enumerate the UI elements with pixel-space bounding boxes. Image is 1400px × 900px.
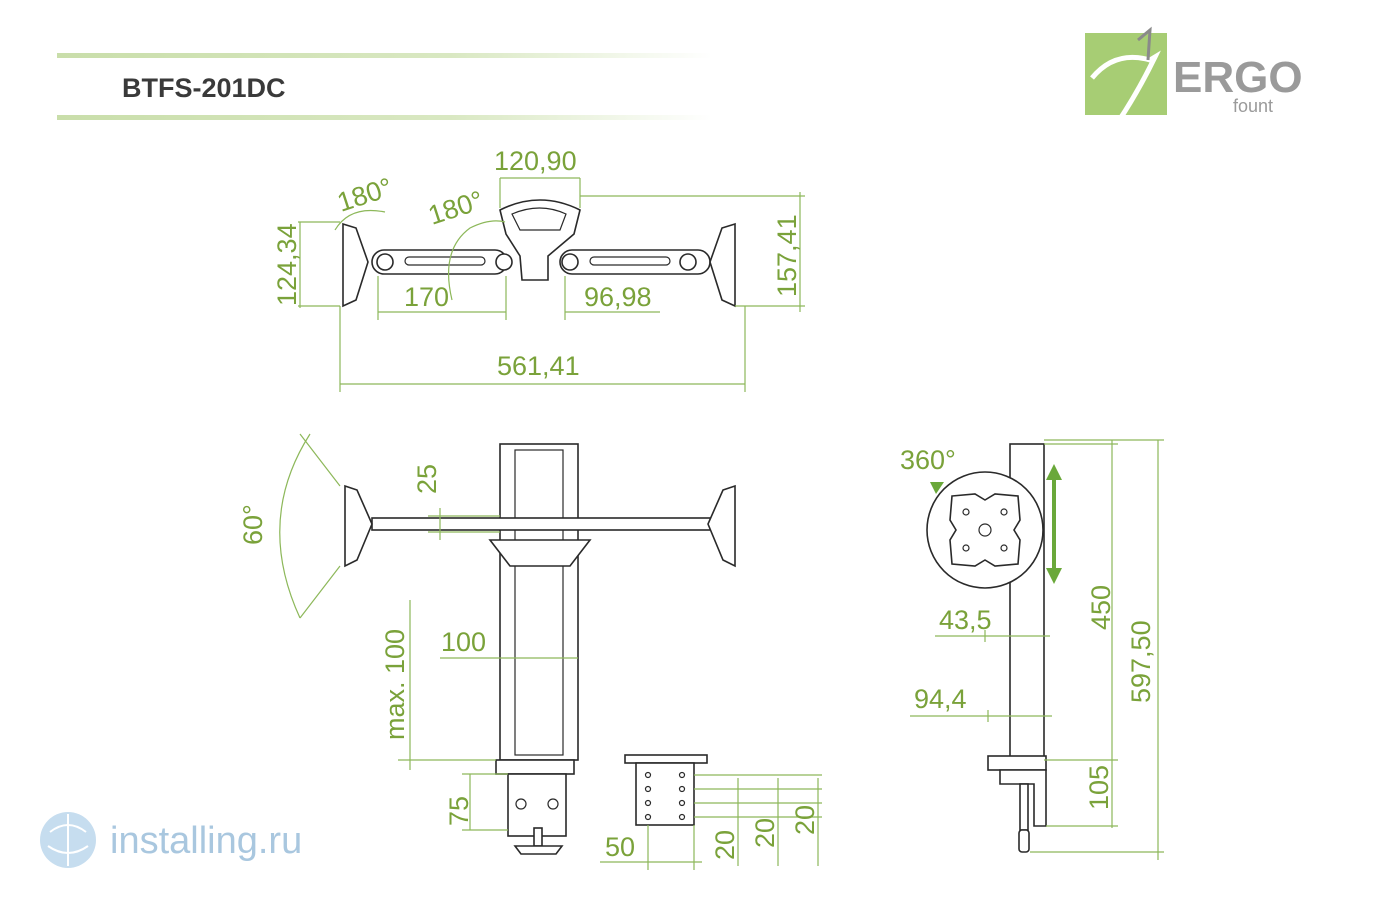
dim-height-right: 157,41	[772, 214, 802, 297]
dim-base-offset: 94,4	[914, 684, 967, 714]
side-view-drawing	[926, 443, 1062, 853]
top-view-drawing	[342, 199, 736, 308]
clamp-detail-dimensions: 50 20 20 20	[600, 774, 822, 870]
brand-name: ERGO	[1173, 53, 1303, 102]
dim-plate-offset: 43,5	[939, 605, 992, 635]
clamp-detail-drawing	[624, 754, 708, 826]
dim-hole-step-3: 20	[790, 805, 820, 835]
side-view-dimensions: 360° 43,5 94,4 450 597,50 105	[900, 439, 1164, 860]
dim-tilt: 60°	[238, 504, 268, 545]
model-title: BTFS-201DC	[122, 73, 286, 103]
dim-height-left: 124,34	[272, 223, 302, 306]
brand-sub: fount	[1233, 96, 1273, 116]
watermark: installing.ru	[22, 808, 312, 872]
dim-rotation-center: 180°	[425, 185, 487, 231]
brand-logo: ERGO fount	[1085, 26, 1303, 124]
dim-clamp-height: 75	[444, 796, 474, 826]
dim-total-height: 597,50	[1126, 620, 1156, 703]
dim-total-width: 561,41	[497, 351, 580, 381]
dim-clamp-depth: 105	[1084, 765, 1114, 810]
dim-arm-height: 25	[412, 464, 442, 494]
dim-pole-width: 100	[441, 627, 486, 657]
dim-travel: 450	[1086, 585, 1116, 630]
dim-center-width: 120,90	[494, 146, 577, 176]
front-view-dimensions: 60° 25 max. 100 100 75	[238, 433, 578, 831]
watermark-text: installing.ru	[110, 820, 302, 862]
header: BTFS-201DC	[57, 53, 712, 120]
dim-hole-step-1: 20	[710, 830, 740, 860]
front-view-drawing	[344, 443, 736, 855]
dim-arm-segment: 170	[404, 282, 449, 312]
dim-arm-offset: 96,98	[584, 282, 652, 312]
dim-rotation: 360°	[900, 445, 956, 475]
dim-clamp-width: 50	[605, 832, 635, 862]
dim-adjust-range: max. 100	[380, 629, 410, 740]
top-view-dimensions: 180° 180° 124,34 170 120,90 96,98 157,41…	[272, 146, 805, 392]
logo-mark	[1090, 50, 1161, 124]
dim-hole-step-2: 20	[750, 818, 780, 848]
